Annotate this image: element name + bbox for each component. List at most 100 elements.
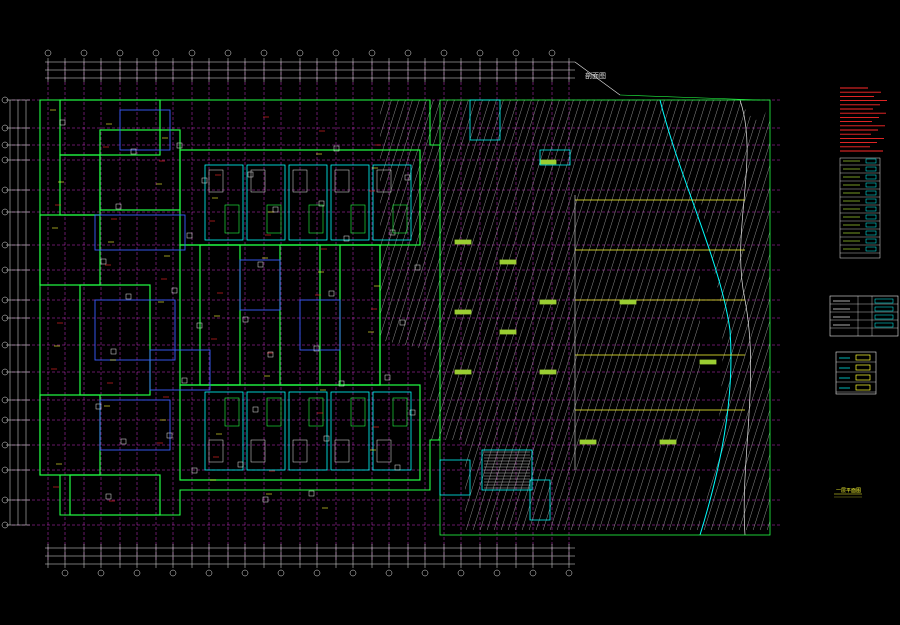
- wall-block: [79, 284, 151, 396]
- door-mark: [338, 380, 345, 387]
- room-fixture: [250, 169, 266, 193]
- door-mark: [237, 461, 244, 468]
- room-unit-bottom: [372, 391, 412, 471]
- parking-column: [454, 369, 472, 375]
- door-mark: [267, 351, 274, 358]
- axis-bubble-top: [44, 49, 52, 57]
- axis-bubble-bottom: [277, 569, 285, 577]
- hatch-line: [553, 100, 695, 530]
- note-swatch: [865, 214, 877, 220]
- hatch-line: [616, 100, 758, 530]
- partition-block: [94, 299, 176, 361]
- swatch-legend-box: [855, 384, 871, 391]
- hatch-line: [735, 100, 770, 530]
- axis-bubble-left: [1, 296, 9, 304]
- note-swatch: [865, 238, 877, 244]
- door-mark: [399, 319, 406, 326]
- door-mark: [318, 200, 325, 207]
- axis-bubble-bottom: [133, 569, 141, 577]
- hatch-line: [483, 100, 625, 530]
- door-mark: [308, 490, 315, 497]
- axis-bubble-bottom: [421, 569, 429, 577]
- hatch-line: [693, 100, 770, 530]
- axis-bubble-bottom: [169, 569, 177, 577]
- door-mark: [272, 206, 279, 213]
- parking-column: [454, 309, 472, 315]
- axis-bubble-left: [1, 96, 9, 104]
- hatch-line: [665, 100, 770, 530]
- axis-bubble-left: [1, 368, 9, 376]
- hatch-line: [380, 100, 457, 530]
- door-mark: [409, 409, 416, 416]
- partition-block: [119, 109, 171, 151]
- door-mark: [389, 229, 396, 236]
- hatch-line: [469, 100, 611, 530]
- hatch-line: [380, 100, 450, 530]
- hatch-line: [581, 100, 723, 530]
- hatch-line: [441, 100, 583, 530]
- swatch-legend: [835, 351, 877, 395]
- site-boundary: [739, 99, 751, 536]
- hatch-line: [595, 100, 737, 530]
- hatch-line: [380, 100, 443, 530]
- hatch-line: [609, 100, 751, 530]
- parking-column: [539, 369, 557, 375]
- hatch-line: [574, 100, 716, 530]
- door-mark: [166, 432, 173, 439]
- axis-bubble-bottom: [529, 569, 537, 577]
- axis-bubble-bottom: [97, 569, 105, 577]
- axis-bubble-top: [260, 49, 268, 57]
- note-swatch: [865, 246, 877, 252]
- room-fixture: [350, 397, 366, 427]
- axis-bubble-left: [1, 521, 9, 529]
- room-fixture: [266, 397, 282, 427]
- axis-bubble-top: [224, 49, 232, 57]
- axis-bubble-top: [368, 49, 376, 57]
- door-mark: [262, 496, 269, 503]
- room-fixture: [224, 397, 240, 427]
- hatch-line: [380, 100, 485, 530]
- room-unit-top: [372, 164, 412, 241]
- axis-bubble-bottom: [565, 569, 573, 577]
- door-mark: [257, 261, 264, 268]
- axis-bubble-left: [1, 416, 9, 424]
- door-mark: [95, 403, 102, 410]
- axis-bubble-top: [80, 49, 88, 57]
- room-fixture: [392, 204, 408, 234]
- axis-bubble-left: [1, 496, 9, 504]
- axis-bubble-top: [152, 49, 160, 57]
- hatch-line: [714, 100, 770, 530]
- hatch-line: [567, 100, 709, 530]
- axis-bubble-left: [1, 441, 9, 449]
- note-swatch: [865, 230, 877, 236]
- hatch-line: [448, 100, 590, 530]
- room-fixture: [376, 169, 392, 193]
- room-fixture: [334, 169, 350, 193]
- parking-column: [659, 439, 677, 445]
- axis-bubble-top: [116, 49, 124, 57]
- axis-bubble-top: [440, 49, 448, 57]
- hatch-line: [539, 100, 681, 530]
- note-swatch: [865, 198, 877, 204]
- room-unit-top: [288, 164, 328, 241]
- wall-block: [199, 244, 241, 386]
- room-unit-bottom: [288, 391, 328, 471]
- swatch-legend-box: [855, 374, 871, 381]
- axis-bubbles: [1, 49, 573, 577]
- hatch-line: [623, 100, 765, 530]
- door-mark: [181, 377, 188, 384]
- area-table-swatch: [874, 322, 894, 328]
- parking-column: [454, 239, 472, 245]
- door-mark: [110, 348, 117, 355]
- door-mark: [196, 322, 203, 329]
- room-fixture: [376, 439, 392, 463]
- hatch-line: [380, 100, 415, 530]
- note-swatch: [865, 206, 877, 212]
- axis-bubble-left: [1, 396, 9, 404]
- axis-bubble-bottom: [61, 569, 69, 577]
- door-mark: [343, 235, 350, 242]
- axis-bubble-left: [1, 341, 9, 349]
- room-fixture: [292, 439, 308, 463]
- note-swatch: [865, 166, 877, 172]
